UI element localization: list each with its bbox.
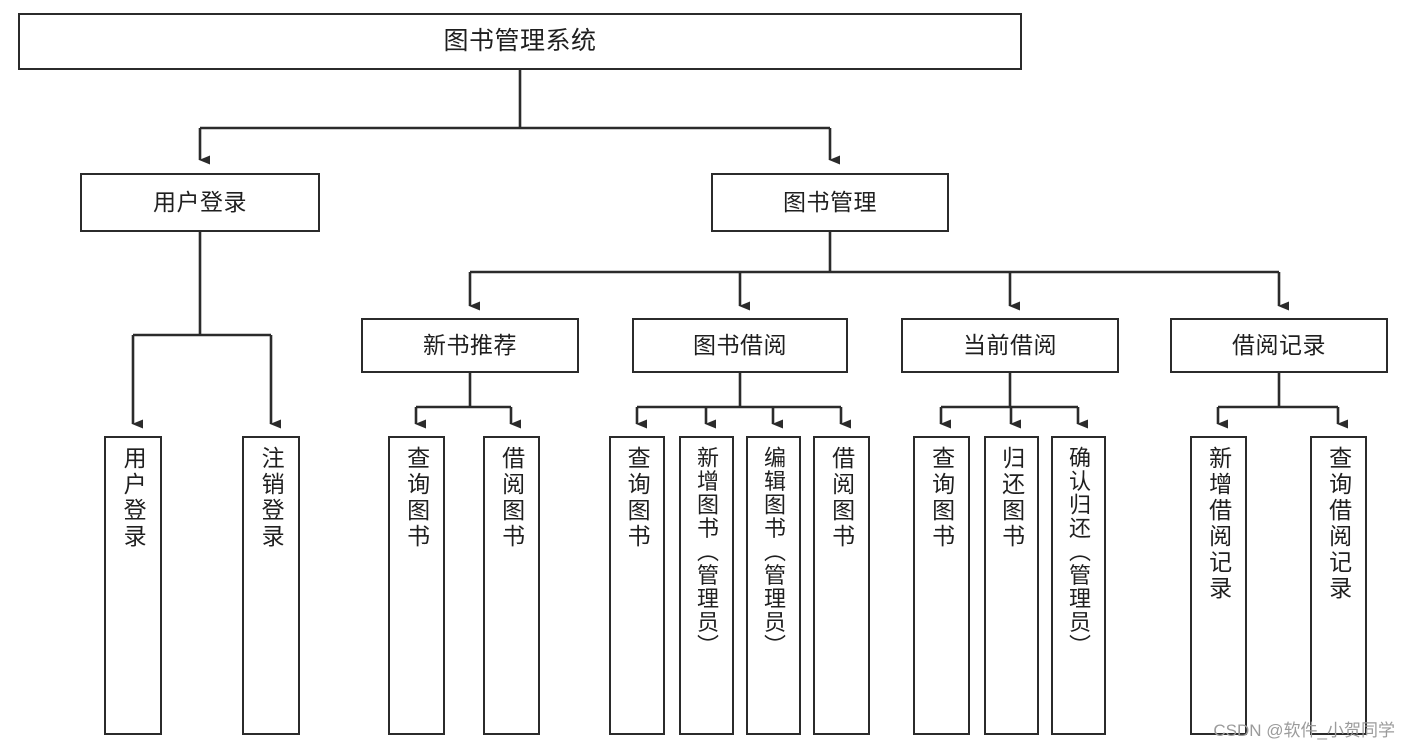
- node-label: 查询图书: [403, 446, 430, 550]
- node-label: 用户登录: [153, 189, 247, 216]
- leaf-user-logout[interactable]: 注销登录: [242, 436, 300, 735]
- node-label: 查询图书: [624, 446, 651, 550]
- node-label: 新增图书（管理员）: [694, 446, 720, 658]
- node-label: 图书借阅: [693, 332, 787, 359]
- leaf-borrow-take-book[interactable]: 借阅图书: [813, 436, 870, 735]
- leaf-edit-book-admin[interactable]: 编辑图书（管理员）: [746, 436, 801, 735]
- node-label: 归还图书: [998, 446, 1025, 550]
- leaf-borrow-query-book[interactable]: 查询图书: [609, 436, 665, 735]
- leaf-current-query-book[interactable]: 查询图书: [913, 436, 970, 735]
- node-label: 用户登录: [120, 446, 147, 550]
- node-user-login[interactable]: 用户登录: [80, 173, 320, 232]
- leaf-add-borrow-record[interactable]: 新增借阅记录: [1190, 436, 1247, 735]
- node-label: 新书推荐: [423, 332, 517, 359]
- leaf-new-query-book[interactable]: 查询图书: [388, 436, 445, 735]
- node-label: 当前借阅: [963, 332, 1057, 359]
- watermark-text: CSDN @软件_小贺同学: [1213, 721, 1395, 740]
- node-root-system[interactable]: 图书管理系统: [18, 13, 1022, 70]
- leaf-return-book[interactable]: 归还图书: [984, 436, 1039, 735]
- node-label: 借阅记录: [1232, 332, 1326, 359]
- node-current-borrow[interactable]: 当前借阅: [901, 318, 1119, 373]
- node-label: 编辑图书（管理员）: [761, 446, 787, 658]
- node-label: 注销登录: [258, 446, 285, 550]
- node-label: 图书管理系统: [443, 27, 597, 55]
- node-label: 查询图书: [928, 446, 955, 550]
- leaf-query-borrow-record[interactable]: 查询借阅记录: [1310, 436, 1367, 735]
- node-label: 确认归还（管理员）: [1066, 446, 1092, 658]
- leaf-confirm-return-admin[interactable]: 确认归还（管理员）: [1051, 436, 1106, 735]
- node-label: 新增借阅记录: [1205, 446, 1232, 602]
- leaf-add-book-admin[interactable]: 新增图书（管理员）: [679, 436, 734, 735]
- node-label: 查询借阅记录: [1325, 446, 1352, 602]
- node-label: 借阅图书: [498, 446, 525, 550]
- node-new-book-recommend[interactable]: 新书推荐: [361, 318, 579, 373]
- node-label: 借阅图书: [828, 446, 855, 550]
- node-book-borrow[interactable]: 图书借阅: [632, 318, 848, 373]
- node-book-management[interactable]: 图书管理: [711, 173, 949, 232]
- leaf-new-borrow-book[interactable]: 借阅图书: [483, 436, 540, 735]
- leaf-user-login[interactable]: 用户登录: [104, 436, 162, 735]
- node-label: 图书管理: [783, 189, 877, 216]
- node-borrow-record[interactable]: 借阅记录: [1170, 318, 1388, 373]
